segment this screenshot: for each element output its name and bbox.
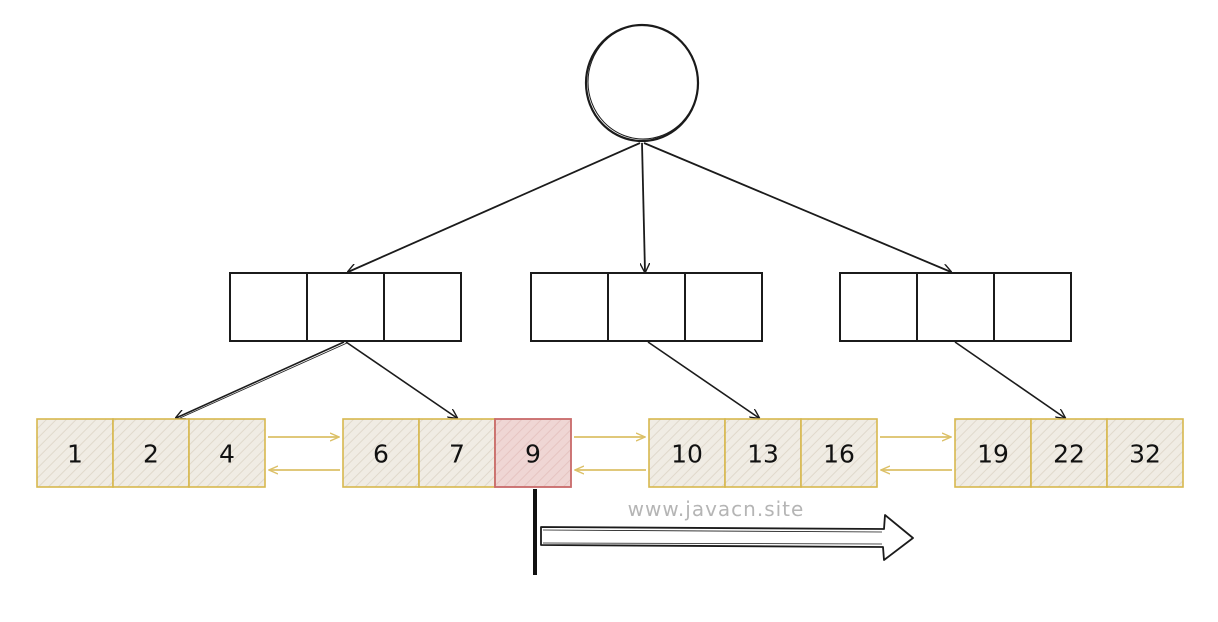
- root-to-internal-node-2: [642, 142, 645, 272]
- leaf-key-label-highlighted: 9: [525, 440, 541, 469]
- leaf-key-cell-highlighted: [494, 418, 572, 488]
- leaf-key-label: 22: [1053, 440, 1085, 469]
- leaf-key-label: 1: [67, 440, 83, 469]
- range-scan-indicator: [533, 489, 914, 575]
- leaf-key-label: 19: [977, 440, 1009, 469]
- internal-1-to-leaf-1-sketch: [179, 342, 348, 419]
- watermark-text: www.javacn.site: [628, 497, 805, 521]
- root-to-internal-node-1: [348, 142, 641, 272]
- internal-key-cell: [993, 272, 1072, 342]
- leaf-key-cell: [800, 418, 878, 488]
- leaf-key-cell: [724, 418, 802, 488]
- leaf-key-label: 7: [449, 440, 465, 469]
- root-edges: [348, 142, 951, 272]
- leaf-key-label: 16: [823, 440, 855, 469]
- internal-key-cell: [306, 272, 385, 342]
- internal-node-2: [530, 272, 763, 342]
- root-to-internal-node-3: [643, 142, 951, 272]
- leaf-key-label: 13: [747, 440, 779, 469]
- internal-key-cell: [916, 272, 995, 342]
- internal-edges: [176, 341, 1065, 419]
- leaf-key-label: 4: [219, 440, 235, 469]
- leaf-key-label: 6: [373, 440, 389, 469]
- leaf-key-cell: [1106, 418, 1184, 488]
- internal-key-cell: [607, 272, 686, 342]
- scan-direction-arrow-sketch: [542, 529, 883, 545]
- internal-2-to-leaf-3: [647, 341, 759, 418]
- scan-direction-arrow: [540, 514, 914, 561]
- leaf-node-1: 1 2 4: [36, 418, 266, 488]
- leaf-node-3: 10 13 16: [648, 418, 878, 488]
- leaf-key-cell: [418, 418, 496, 488]
- leaf-key-cell: [36, 418, 114, 488]
- internal-key-cell: [383, 272, 462, 342]
- internal-3-to-leaf-4: [954, 341, 1065, 418]
- leaf-node-2: 6 7 9: [342, 418, 572, 488]
- leaf-node-4: 19 22 32: [954, 418, 1184, 488]
- leaf-key-cell: [648, 418, 726, 488]
- internal-1-to-leaf-1: [176, 341, 345, 418]
- leaf-key-label: 10: [671, 440, 703, 469]
- internal-1-to-leaf-2: [345, 341, 457, 418]
- leaf-key-cell: [1030, 418, 1108, 488]
- leaf-key-label: 32: [1129, 440, 1161, 469]
- internal-key-cell: [229, 272, 308, 342]
- leaf-key-cell: [342, 418, 420, 488]
- leaf-key-cell: [112, 418, 190, 488]
- root-node: [584, 23, 700, 143]
- internal-node-3: [839, 272, 1072, 342]
- leaf-sibling-links: [268, 437, 952, 470]
- leaf-key-label: 2: [143, 440, 159, 469]
- leaf-key-cell: [188, 418, 266, 488]
- internal-key-cell: [684, 272, 763, 342]
- internal-node-1: [229, 272, 462, 342]
- internal-key-cell: [530, 272, 609, 342]
- internal-key-cell: [839, 272, 918, 342]
